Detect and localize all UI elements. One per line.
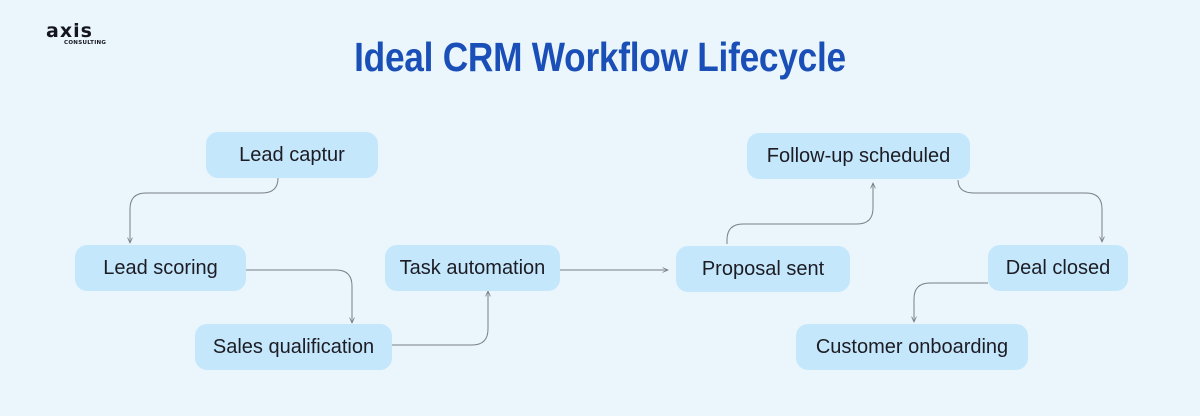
- connector-scoring-to-qualification: [246, 269, 352, 323]
- connector-qualification-to-automation: [392, 291, 488, 346]
- logo-wordmark: axis: [46, 20, 93, 42]
- logo-subtitle: CONSULTING: [64, 40, 107, 46]
- connector-dealclosed-to-onboarding: [914, 282, 988, 322]
- connector-followup-to-dealclosed: [957, 179, 1102, 242]
- connector-capture-to-scoring: [130, 177, 279, 243]
- node-lead-scoring: Lead scoring: [75, 245, 246, 291]
- node-follow-up-scheduled: Follow-up scheduled: [747, 133, 970, 179]
- company-logo: axis CONSULTING: [42, 20, 112, 48]
- node-lead-capture: Lead captur: [206, 132, 378, 178]
- node-customer-onboarding: Customer onboarding: [796, 324, 1028, 370]
- node-proposal-sent: Proposal sent: [676, 246, 850, 292]
- page-title: Ideal CRM Workflow Lifecycle: [354, 34, 846, 80]
- node-task-automation: Task automation: [385, 245, 560, 291]
- connector-proposal-to-followup: [726, 183, 873, 244]
- node-sales-qualification: Sales qualification: [195, 324, 392, 370]
- node-deal-closed: Deal closed: [988, 245, 1128, 291]
